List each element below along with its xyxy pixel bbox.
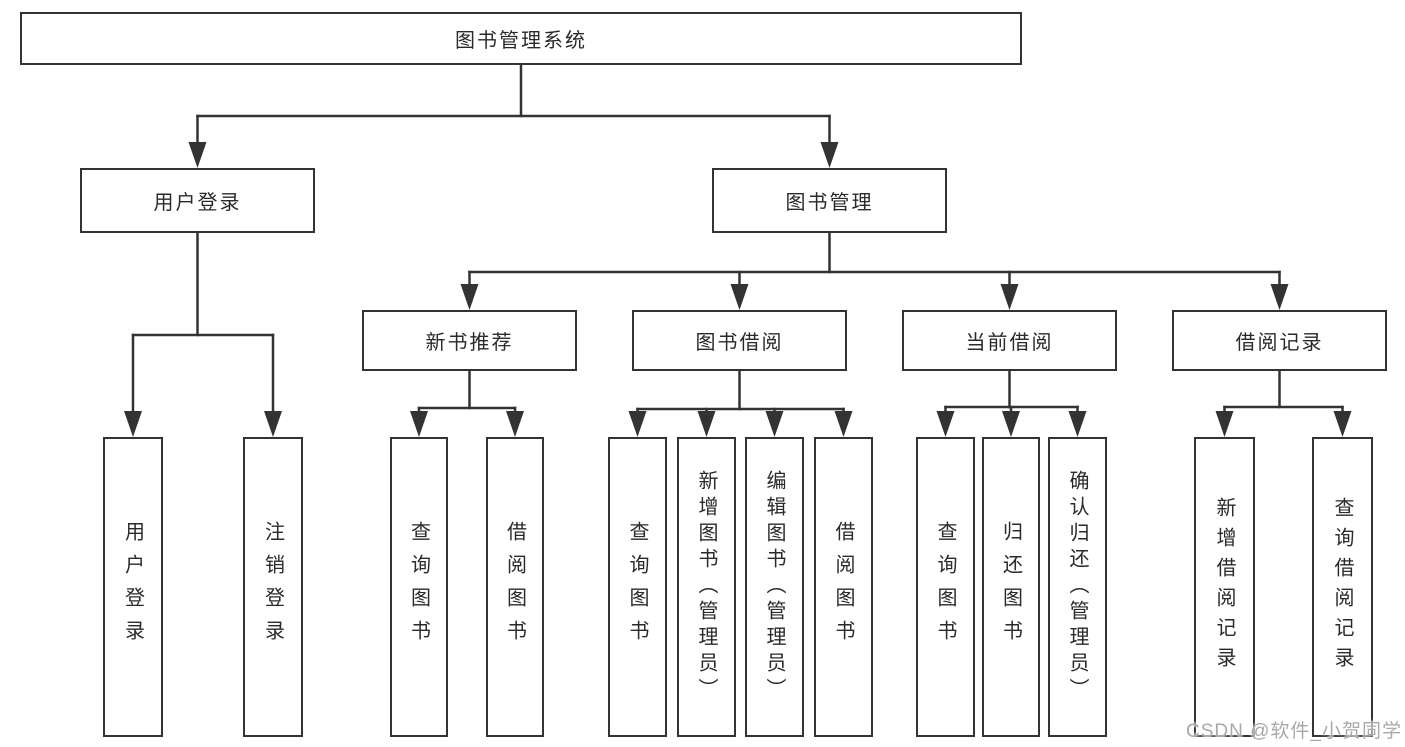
leaf-borrow-add-book-admin: 新增图书（管理员） — [677, 437, 736, 737]
connector-new-book-recommend-to-leaves — [410, 369, 524, 437]
connector-book-management-to-level3 — [460, 231, 1289, 310]
leaf-records-query-record: 查询借阅记录 — [1312, 437, 1373, 737]
node-borrowing-records: 借阅记录 — [1172, 310, 1387, 371]
leaf-logout: 注销登录 — [243, 437, 303, 737]
node-current-borrowing: 当前借阅 — [902, 310, 1117, 371]
node-user-login: 用户登录 — [80, 168, 315, 233]
node-book-borrowing: 图书借阅 — [632, 310, 847, 371]
node-new-book-recommend: 新书推荐 — [362, 310, 577, 371]
node-root-library-system: 图书管理系统 — [20, 12, 1022, 65]
leaf-borrow-edit-book-admin: 编辑图书（管理员） — [745, 437, 804, 737]
csdn-watermark: CSDN @软件_小贺同学 — [1186, 721, 1402, 742]
connector-current-borrowing-to-leaves — [936, 369, 1087, 437]
leaf-current-confirm-return-admin: 确认归还（管理员） — [1048, 437, 1107, 737]
leaf-current-return-book: 归还图书 — [982, 437, 1040, 737]
leaf-records-add-record: 新增借阅记录 — [1194, 437, 1255, 737]
connector-borrowing-records-to-leaves — [1215, 369, 1352, 437]
connector-root-to-level2 — [188, 63, 839, 168]
leaf-borrow-query-book: 查询图书 — [608, 437, 667, 737]
leaf-current-query-book: 查询图书 — [916, 437, 975, 737]
leaf-recommend-query-book: 查询图书 — [390, 437, 448, 737]
leaf-borrow-borrow-book: 借阅图书 — [814, 437, 873, 737]
connector-book-borrowing-to-leaves — [628, 369, 853, 437]
leaf-recommend-borrow-book: 借阅图书 — [486, 437, 544, 737]
connector-user-login-to-leaves — [124, 231, 282, 437]
leaf-user-login: 用户登录 — [103, 437, 163, 737]
node-book-management: 图书管理 — [712, 168, 947, 233]
